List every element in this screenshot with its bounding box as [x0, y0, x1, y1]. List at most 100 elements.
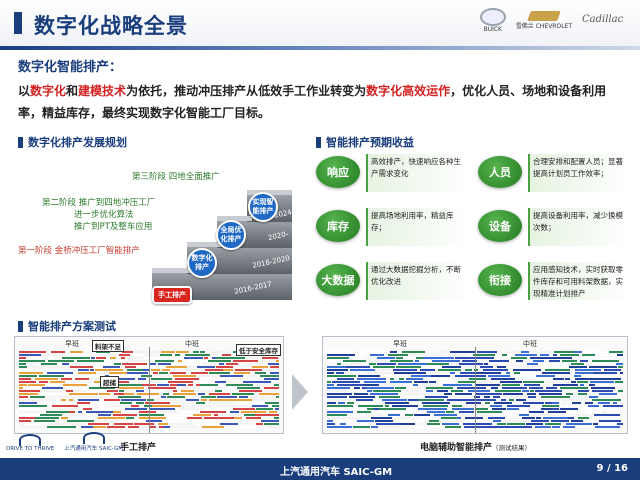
gantt-bar [155, 360, 174, 362]
gantt-bar [609, 408, 623, 410]
gantt-bar [125, 408, 147, 410]
gantt-bar [537, 378, 548, 380]
gantt-bar [47, 372, 73, 374]
gantt-bar [40, 414, 62, 416]
benefit-label: 衔接 [478, 264, 522, 296]
gantt-bar [252, 405, 268, 407]
shift-label: 早班 [65, 340, 79, 348]
gantt-bar [69, 399, 73, 401]
gantt-bar [432, 360, 460, 362]
gantt-bar [497, 423, 506, 425]
gantt-bar [243, 363, 264, 365]
gantt-bar [619, 402, 623, 404]
benefit-text: 高效排产，快速响应各种生产需求变化 [366, 154, 470, 192]
gantt-bar [150, 363, 156, 365]
gantt-bar [572, 396, 589, 398]
gantt-bar [336, 372, 344, 374]
gantt-bar [78, 375, 98, 377]
gantt-bar [252, 399, 276, 401]
gantt-bar [423, 405, 448, 407]
gantt-bar [145, 402, 170, 404]
gantt-bar [19, 354, 41, 356]
gantt-bar [327, 375, 356, 377]
gantt-bar [67, 354, 93, 356]
gantt-bar [427, 423, 440, 425]
gantt-bar [327, 399, 352, 401]
gantt-bar [19, 414, 40, 416]
gantt-bar [127, 369, 143, 371]
gantt-bar [181, 411, 195, 413]
gantt-bar [377, 357, 395, 359]
gantt-bar [210, 420, 221, 422]
gantt-bar [599, 393, 617, 395]
gantt-bar [19, 360, 45, 362]
gantt-bar [579, 426, 593, 428]
gantt-bar [560, 354, 579, 356]
gantt-bar [69, 423, 85, 425]
gantt-bar [604, 369, 621, 371]
gantt-bar [179, 408, 202, 410]
gantt-bar [469, 378, 486, 380]
gantt-bar [580, 360, 588, 362]
gantt-bar [422, 402, 450, 404]
gantt-bar [431, 354, 444, 356]
gantt-bar [398, 363, 427, 365]
gantt-bar [19, 390, 40, 392]
gantt-bar [259, 393, 279, 395]
gantt-bar [144, 357, 166, 359]
corporate-logos: DRIVE TO THRIVE 上汽通用汽车 SAIC-GM [6, 432, 123, 452]
gantt-bar [488, 417, 505, 419]
gantt-bar [522, 390, 529, 392]
gantt-bar [173, 369, 188, 371]
gantt-bar [512, 402, 523, 404]
gantt-bar [209, 417, 234, 419]
gantt-bar [371, 417, 392, 419]
gantt-bar [457, 387, 486, 389]
gantt-bar [528, 396, 536, 398]
gantt-bar [276, 396, 279, 398]
gantt-bar [535, 426, 551, 428]
gantt-bar [524, 360, 529, 362]
gantt-bar [403, 393, 427, 395]
gantt-bar [30, 396, 45, 398]
shift-label: 中班 [185, 340, 199, 348]
gantt-bar [591, 387, 615, 389]
drive-to-thrive-logo: DRIVE TO THRIVE [6, 434, 54, 452]
gantt-bar [451, 390, 463, 392]
gantt-bar [134, 381, 145, 383]
gantt-bar [583, 375, 598, 377]
gantt-bar [78, 411, 82, 413]
gantt-bar [90, 378, 106, 380]
gantt-bar [327, 393, 352, 395]
gantt-bar [42, 366, 69, 368]
gantt-bar [158, 423, 168, 425]
gantt-bar [213, 354, 218, 356]
gantt-bar [248, 375, 258, 377]
gantt-bar [26, 363, 36, 365]
gantt-bar [19, 420, 31, 422]
gantt-bar [181, 387, 200, 389]
gantt-bar [202, 363, 216, 365]
gantt-bar [601, 375, 622, 377]
gantt-bar [241, 411, 266, 413]
buick-logo-icon [479, 8, 506, 26]
gantt-bar [343, 360, 366, 362]
gantt-bar [161, 411, 176, 413]
gantt-bar [234, 372, 250, 374]
step-badge-intelligent: 实现智能排产 [248, 192, 278, 222]
gantt-bar [560, 414, 565, 416]
gantt-bar [414, 381, 428, 383]
gantt-bar [566, 423, 592, 425]
gantt-bar [212, 357, 216, 359]
gantt-bar [114, 363, 121, 365]
gantt-bar [403, 357, 411, 359]
gantt-bar [209, 372, 220, 374]
section-marker-icon [18, 136, 23, 148]
cadillac-logo-icon: Cadillac [582, 13, 624, 25]
gantt-bar [206, 408, 233, 410]
gantt-bar [560, 408, 578, 410]
gantt-bar [83, 408, 92, 410]
gantt-bar [127, 357, 142, 359]
gantt-bar [357, 372, 365, 374]
gantt-bar [119, 387, 144, 389]
